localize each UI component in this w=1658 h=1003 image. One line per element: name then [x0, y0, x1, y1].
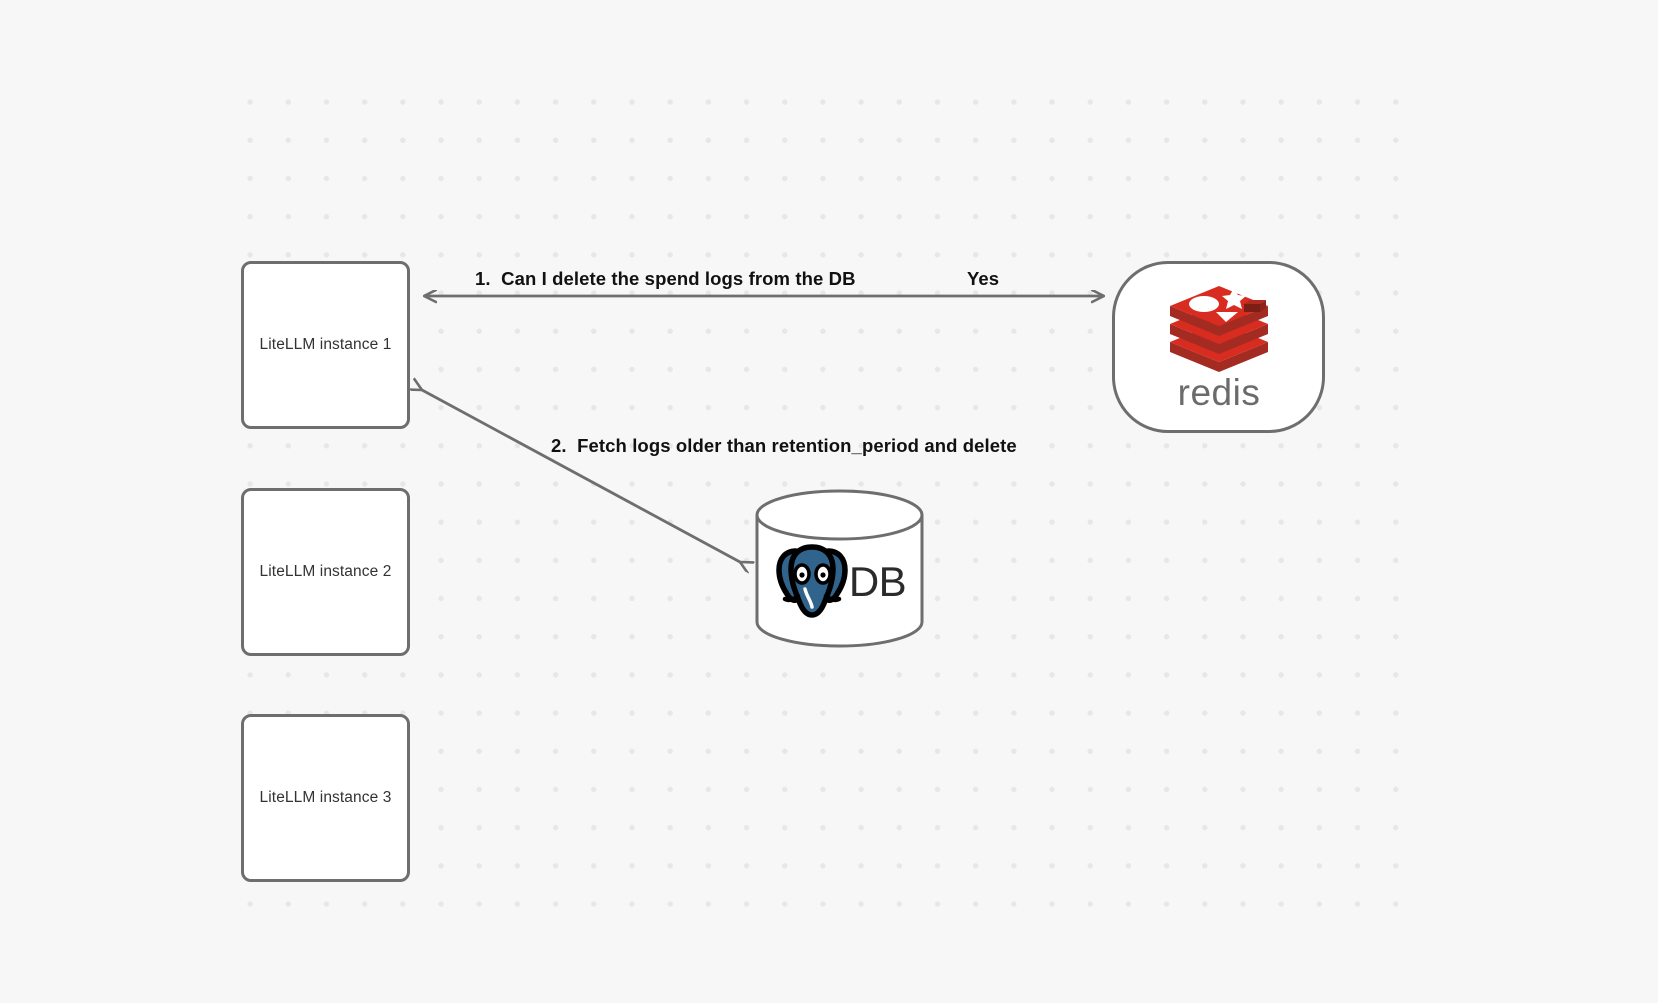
node-label: LiteLLM instance 2: [259, 563, 392, 580]
edge-label-step-one: 1. Can I delete the spend logs from the …: [475, 268, 856, 289]
node-redis[interactable]: redis: [1112, 261, 1325, 433]
edge-label-yes: Yes: [967, 268, 1000, 289]
edge-litellm1-db: [422, 390, 740, 562]
node-database[interactable]: DB: [754, 489, 925, 648]
redis-wordmark: redis: [1159, 372, 1279, 414]
redis-logo-icon: [1165, 276, 1273, 384]
svg-text:redis: redis: [1177, 374, 1260, 413]
node-litellm-instance-1[interactable]: LiteLLM instance 1: [241, 261, 410, 429]
node-litellm-instance-3[interactable]: LiteLLM instance 3: [241, 714, 410, 882]
edge-label-step-two: 2. Fetch logs older than retention_perio…: [551, 435, 1017, 456]
postgresql-elephant-icon: [773, 539, 851, 624]
node-label: LiteLLM instance 3: [259, 789, 392, 806]
node-label: LiteLLM instance 1: [259, 336, 392, 353]
node-litellm-instance-2[interactable]: LiteLLM instance 2: [241, 488, 410, 656]
db-label: DB: [848, 557, 907, 605]
